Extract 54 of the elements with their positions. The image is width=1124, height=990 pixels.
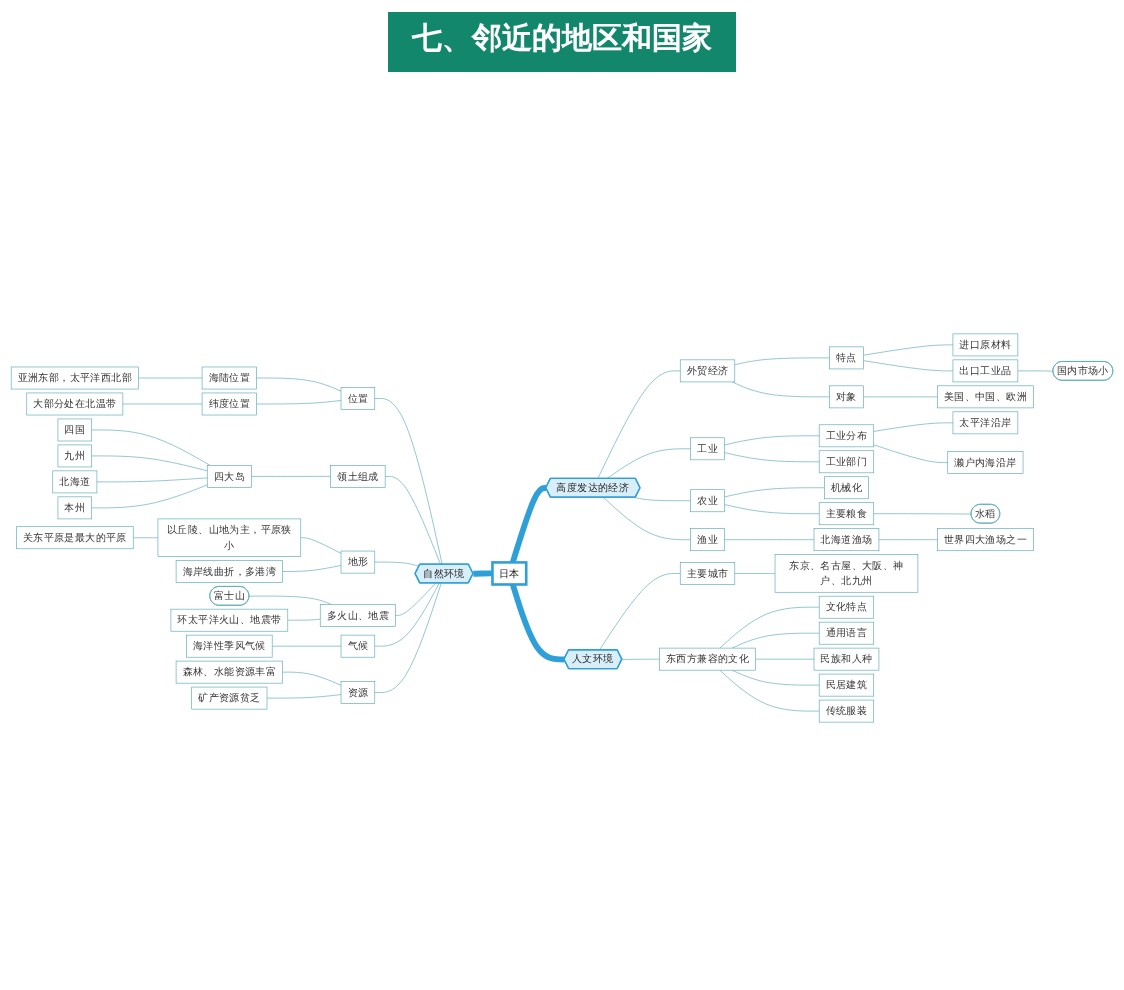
connector — [878, 539, 938, 540]
connector — [91, 455, 208, 472]
connector — [873, 444, 949, 463]
connector — [384, 476, 441, 565]
connector — [91, 429, 211, 466]
connector — [122, 403, 203, 405]
connector — [266, 694, 342, 699]
connector — [374, 561, 420, 567]
connector — [300, 537, 342, 554]
connector — [138, 377, 203, 379]
connector — [724, 435, 820, 446]
connector — [863, 344, 954, 356]
connector — [256, 400, 342, 405]
title: 七、邻近的地区和国家 — [388, 12, 736, 72]
connector — [256, 377, 342, 392]
connector — [1017, 370, 1054, 372]
connector — [634, 497, 691, 502]
connector — [731, 381, 830, 398]
connector — [251, 476, 331, 477]
connector — [873, 513, 972, 515]
connector — [863, 360, 954, 372]
connector — [621, 658, 660, 660]
connector — [132, 537, 159, 539]
connector — [599, 573, 681, 651]
connector — [873, 422, 954, 432]
connector — [287, 618, 321, 621]
connector — [395, 582, 436, 616]
connector — [731, 669, 820, 686]
connector — [271, 645, 342, 647]
connector — [282, 565, 342, 572]
connector — [755, 658, 815, 660]
connector — [374, 582, 442, 693]
connector — [731, 632, 820, 649]
connector — [282, 671, 342, 686]
connector — [724, 487, 825, 498]
connector — [734, 573, 776, 574]
connector — [606, 448, 691, 479]
connector — [509, 583, 565, 663]
connector — [374, 398, 443, 565]
connector — [863, 396, 938, 398]
connector — [248, 595, 332, 605]
connector — [724, 452, 820, 463]
connector — [719, 606, 820, 649]
connector — [91, 484, 208, 509]
connector — [724, 539, 815, 540]
connector — [96, 477, 208, 483]
connector — [719, 669, 820, 712]
connector — [734, 357, 830, 366]
connector — [597, 370, 681, 479]
connector — [603, 497, 691, 540]
connector — [471, 570, 494, 577]
connector — [724, 504, 820, 515]
connector — [374, 582, 440, 647]
connector — [509, 485, 548, 564]
